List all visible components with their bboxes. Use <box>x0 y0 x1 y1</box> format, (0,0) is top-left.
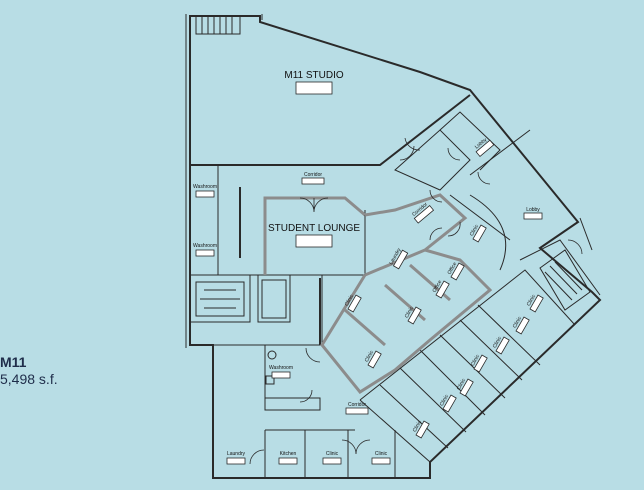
studio-name: M11 STUDIO <box>284 70 343 81</box>
lounge-name: STUDENT LOUNGE <box>268 223 360 234</box>
room-label-clinic-1: Clinic <box>344 293 362 313</box>
room-label-washroom-3: Washroom <box>269 365 293 379</box>
room-label-office-2: Office <box>432 279 450 299</box>
room-label-clinic-7: Clinic <box>470 353 488 373</box>
clinic-11-name: Clinic <box>469 223 481 237</box>
corridor-bottom-name: Corridor <box>348 402 366 408</box>
room-label-kitchen: Kitchen <box>278 451 298 465</box>
washroom-fixtures <box>265 350 277 385</box>
room-label-washroom-2: Washroom <box>193 243 217 257</box>
room-label-clinic-3: Clinic <box>404 305 422 325</box>
clinic-4-name: Clinic <box>412 419 424 433</box>
laundry-name: Laundry <box>227 451 246 457</box>
clinic-10-name: Clinic <box>526 293 538 307</box>
room-label-clinic-8: Clinic <box>492 335 510 355</box>
clinic-8-name: Clinic <box>492 335 504 349</box>
clinic-2-name: Clinic <box>364 349 376 363</box>
washroom-3-name: Washroom <box>269 365 293 371</box>
room-label-clinic-10: Clinic <box>526 293 544 313</box>
lobby-right-name: Lobby <box>526 207 540 213</box>
doors <box>249 137 583 465</box>
clinic-7-name: Clinic <box>470 353 482 367</box>
room-label-clinic-5: Clinic <box>439 393 457 413</box>
room-label-clinic-bottom-1: Clinic <box>322 451 342 465</box>
clinic-bottom-1-name: Clinic <box>326 451 339 457</box>
washroom-1-name: Washroom <box>193 184 217 190</box>
kitchen-name: Kitchen <box>280 451 297 457</box>
room-label-laundry-room: Laundry <box>388 247 409 270</box>
room-label-corridor-top: Corridor <box>301 172 325 185</box>
room-label-studio: M11 STUDIO <box>284 70 344 95</box>
clinic-9-name: Clinic <box>512 315 524 329</box>
washroom-2-name: Washroom <box>193 243 217 249</box>
clinic-1-name: Clinic <box>344 293 356 307</box>
office-1-name: Office <box>447 261 459 275</box>
clinic-3-name: Clinic <box>404 305 416 319</box>
room-label-corridor-bottom: Corridor <box>345 402 369 415</box>
clinic-5-name: Clinic <box>439 393 451 407</box>
room-label-clinic-4: Clinic <box>412 419 430 439</box>
office-2-name: Office <box>432 279 444 293</box>
room-label-office-1: Office <box>447 261 465 281</box>
room-label-clinic-11: Clinic <box>469 223 487 243</box>
floor-area: 5,498 s.f. <box>0 371 58 387</box>
outer-walls <box>185 14 602 479</box>
floor-label: M11 5,498 s.f. <box>0 354 58 388</box>
corridor-top-name: Corridor <box>304 172 322 178</box>
clinic-6-name: Clinic <box>456 377 468 391</box>
room-label-clinic-2: Clinic <box>364 349 382 369</box>
room-label-clinic-9: Clinic <box>512 315 530 335</box>
floor-name: M11 <box>0 354 27 370</box>
room-label-lobby-small: Lobby <box>474 137 495 157</box>
room-label-lounge: STUDENT LOUNGE <box>268 223 360 248</box>
room-label-lobby-right: Lobby <box>523 207 543 220</box>
clinic-partitions <box>263 193 493 394</box>
room-label-laundry: Laundry <box>226 451 246 465</box>
room-label-washroom-1: Washroom <box>193 184 217 198</box>
clinic-bottom-2-name: Clinic <box>375 451 388 457</box>
room-label-clinic-bottom-2: Clinic <box>371 451 391 465</box>
interior-walls <box>189 94 601 478</box>
room-label-clinic-6: Clinic <box>456 377 474 397</box>
